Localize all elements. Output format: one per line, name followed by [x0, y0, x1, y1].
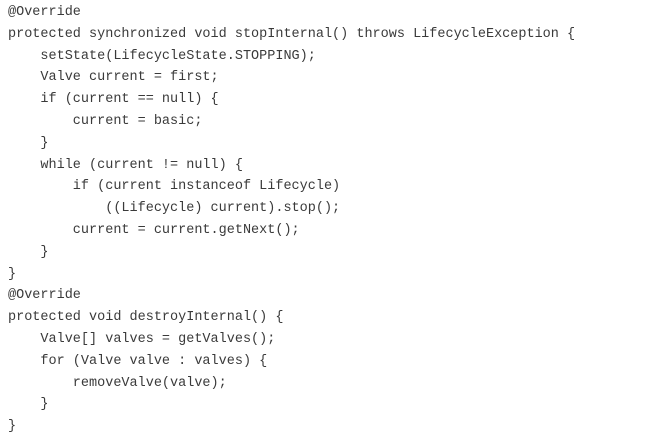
code-line: protected void destroyInternal() {: [8, 310, 284, 326]
code-line: @Override: [8, 5, 81, 20]
code-line: removeValve(valve);: [8, 375, 227, 391]
code-line: current = basic;: [8, 113, 203, 129]
code-line: setState(LifecycleState.STOPPING);: [8, 48, 316, 64]
code-line: }: [8, 397, 49, 413]
code-line: ((Lifecycle) current).stop();: [8, 201, 341, 217]
code-line: if (current == null) {: [8, 92, 219, 108]
code-line: Valve[] valves = getValves();: [8, 331, 276, 347]
code-listing: @Override protected synchronized void sto…: [8, 2, 575, 438]
code-line: }: [8, 135, 49, 151]
code-line: while (current != null) {: [8, 157, 243, 173]
code-line: }: [8, 244, 49, 260]
code-line: }: [8, 266, 17, 282]
code-line: for (Valve valve : valves) {: [8, 353, 268, 369]
code-line: @Override: [8, 288, 81, 304]
code-line: if (current instanceof Lifecycle): [8, 179, 341, 195]
code-line: Valve current = first;: [8, 70, 219, 86]
code-line: protected synchronized void stopInternal…: [8, 26, 576, 42]
code-line: current = current.getNext();: [8, 222, 300, 238]
code-line: }: [8, 419, 17, 435]
